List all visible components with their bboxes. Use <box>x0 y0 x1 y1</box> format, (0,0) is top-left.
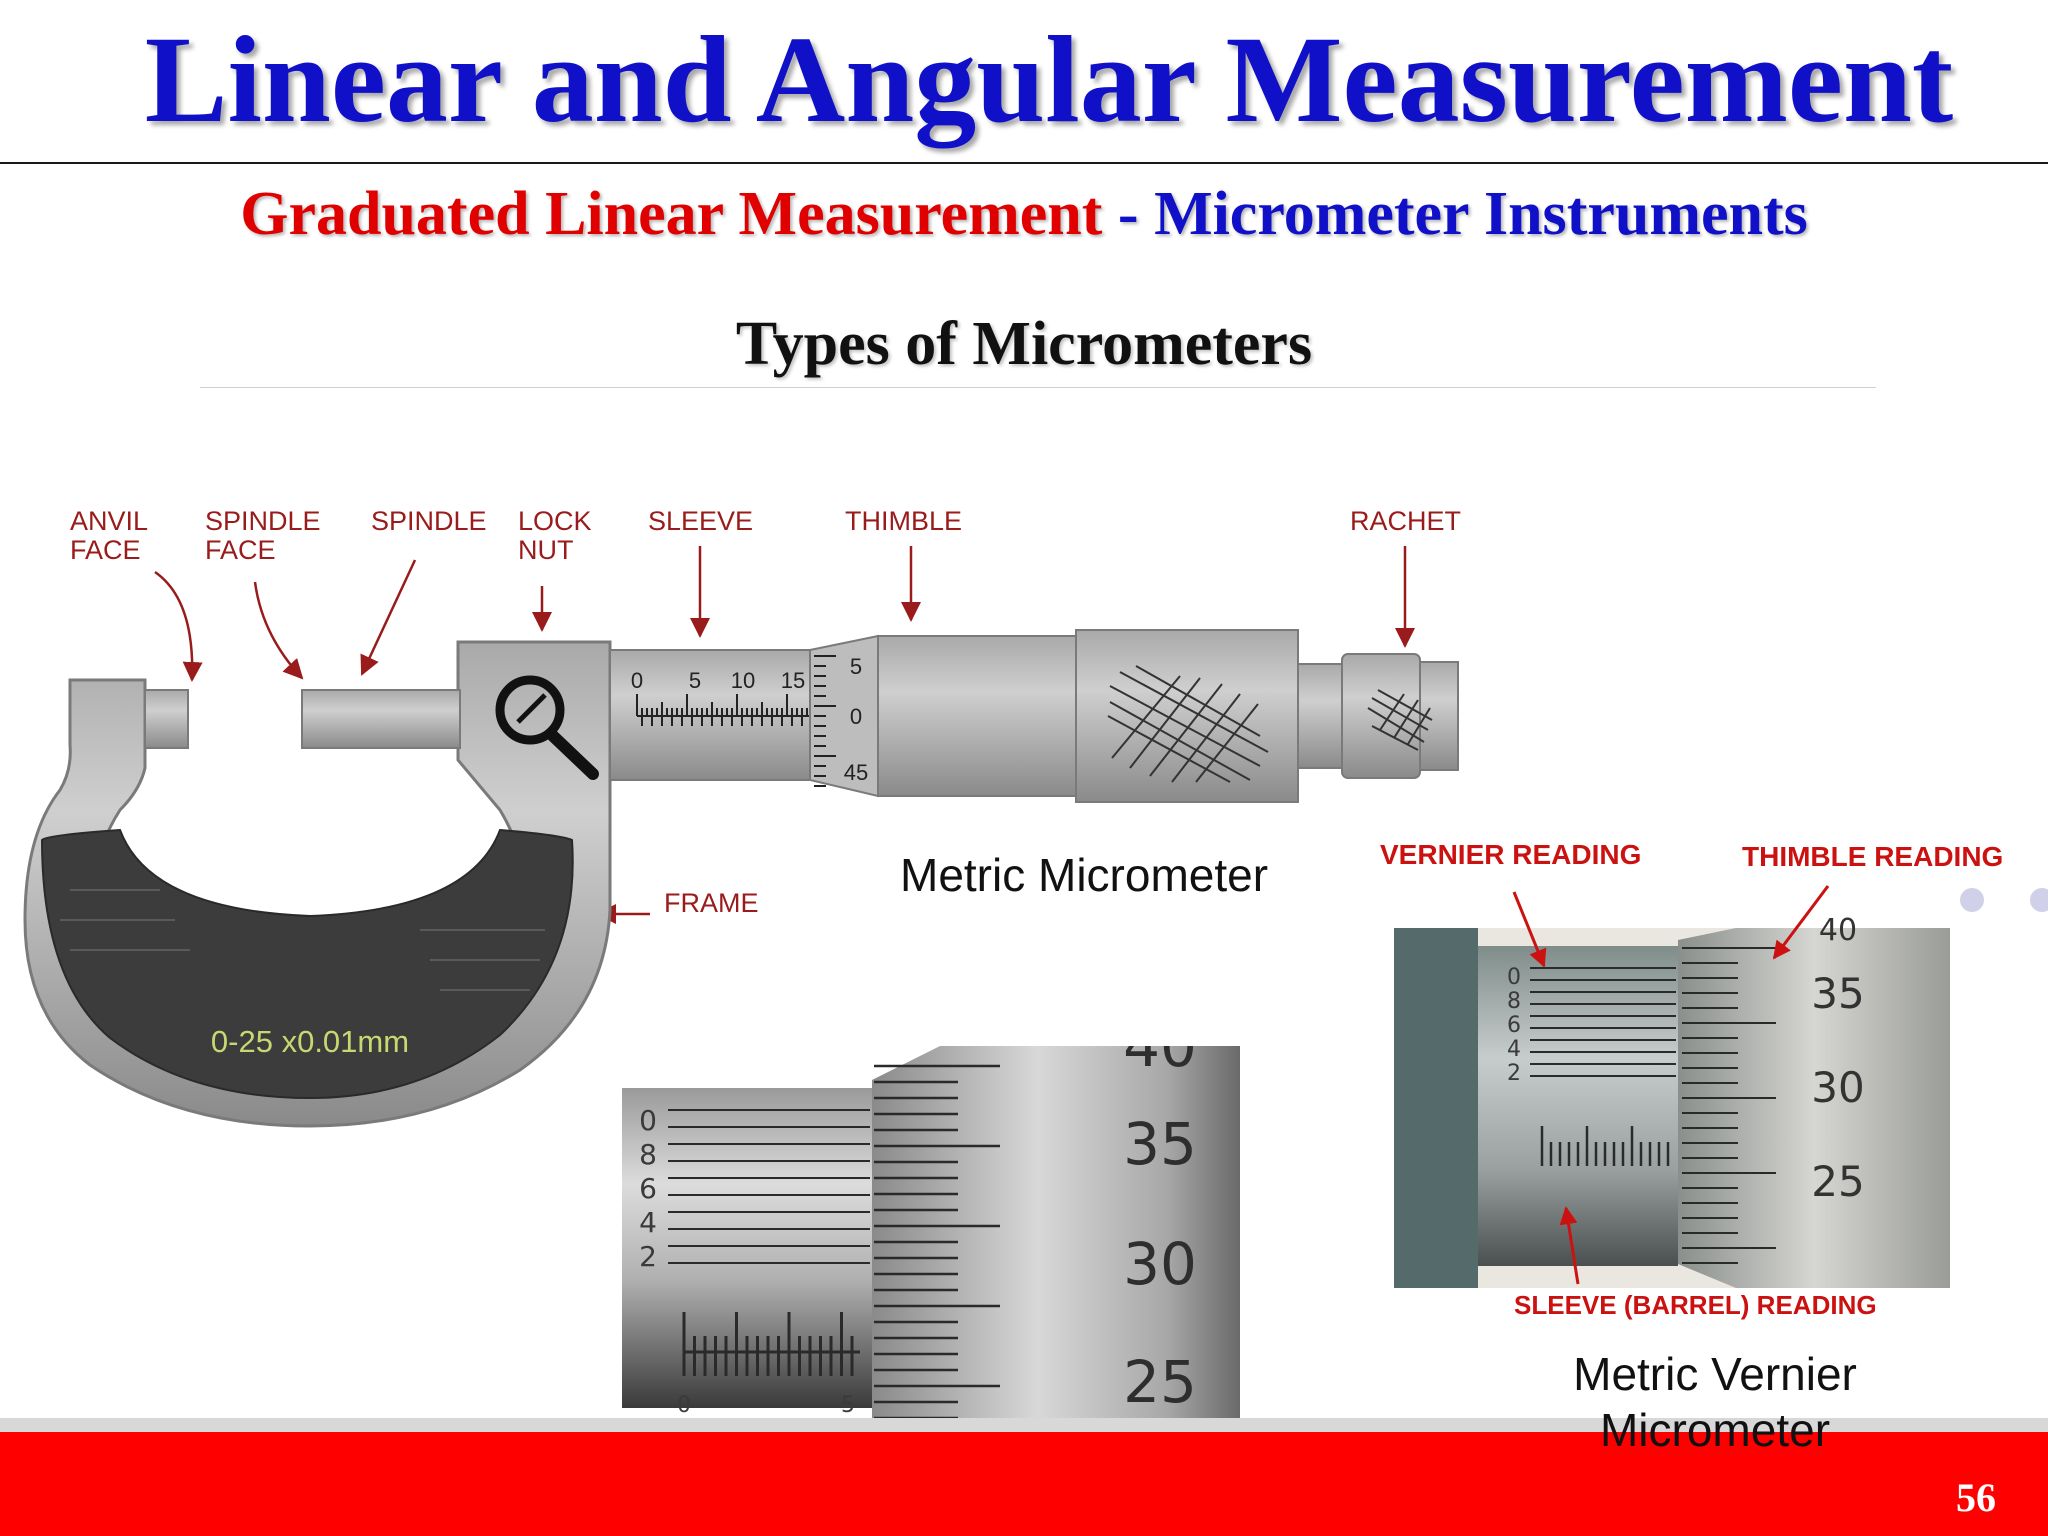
photo-vernier-0: 0 <box>639 1104 657 1137</box>
photo-vernier-4: 4 <box>639 1206 657 1239</box>
photo-thimble-40: 40 <box>1123 1046 1197 1080</box>
label-lock-nut-line2: NUT <box>518 535 574 565</box>
sleeve-scale-10: 10 <box>731 668 755 693</box>
label-rachet: RACHET <box>1350 506 1461 536</box>
label-anvil-face-line2: FACE <box>70 535 141 565</box>
caption-vernier-line2: Micrometer <box>1599 1404 1831 1456</box>
subtitle-part1: Graduated Linear Measurement <box>240 180 1103 248</box>
section-heading: Types of Micrometers <box>735 310 1313 378</box>
photo-sleeve-0: 0 <box>677 1393 691 1418</box>
ann-thimble-40: 40 <box>1819 913 1857 948</box>
photo-vernier-2: 2 <box>639 1240 657 1273</box>
ann-thimble-30: 30 <box>1811 1063 1864 1112</box>
subtitle-separator: - <box>1102 180 1155 248</box>
ann-thimble-35: 35 <box>1811 969 1864 1018</box>
label-lock-nut-line1: LOCK <box>518 506 592 536</box>
page-title: Linear and Angular Measurement <box>144 11 1954 148</box>
thimble-scale-5: 5 <box>850 654 862 679</box>
photo-vernier-8: 8 <box>639 1138 657 1171</box>
title-divider <box>0 162 2048 164</box>
thimble-scale-45: 45 <box>844 760 868 785</box>
footer-grey-band <box>0 1418 2048 1432</box>
ann-thimble-25: 25 <box>1811 1157 1864 1206</box>
label-sleeve-reading: SLEEVE (BARREL) READING <box>1514 1290 1877 1320</box>
label-thimble-reading: THIMBLE READING <box>1742 841 2003 872</box>
section-divider <box>200 387 1876 388</box>
label-vernier-reading: VERNIER READING <box>1380 839 1641 870</box>
vernier-micrometer-photo: 0 8 6 4 2 0 5 40 35 30 25 <box>622 1046 1240 1460</box>
subtitle: Graduated Linear Measurement - Micromete… <box>0 176 2048 252</box>
caption-metric-vernier-micrometer: Metric Vernier Micrometer <box>1500 1346 1930 1458</box>
label-spindle-face-line1: SPINDLE <box>205 506 321 536</box>
sleeve-scale-0: 0 <box>631 668 643 693</box>
thimble-scale-0: 0 <box>850 704 862 729</box>
lock-nut-icon <box>495 675 565 745</box>
footer-red-band <box>0 1432 2048 1536</box>
photo-sleeve-5: 5 <box>841 1393 855 1418</box>
annotated-vernier-photo: 0 8 6 4 2 40 35 30 25 VERNIER READING TH… <box>1380 839 2003 1320</box>
label-thimble: THIMBLE <box>845 506 962 536</box>
caption-vernier-line1: Metric Vernier <box>1573 1348 1857 1400</box>
photo-thimble-30: 30 <box>1123 1230 1197 1298</box>
sleeve-scale-15: 15 <box>781 668 805 693</box>
photo-thimble-25: 25 <box>1123 1348 1197 1416</box>
photo-vernier-6: 6 <box>639 1172 657 1205</box>
range-label: 0-25 x0.01mm <box>211 1024 409 1059</box>
label-spindle-face-line2: FACE <box>205 535 276 565</box>
caption-metric-micrometer: Metric Micrometer <box>900 849 1269 901</box>
page-number: 56 <box>1956 1475 1996 1520</box>
photo-thimble-35: 35 <box>1123 1110 1197 1178</box>
ann-vernier-4: 4 <box>1507 1037 1521 1062</box>
label-spindle: SPINDLE <box>371 506 487 536</box>
ann-vernier-0: 0 <box>1507 965 1521 990</box>
ann-vernier-8: 8 <box>1507 989 1521 1014</box>
micrometer-diagram: ANVIL FACE SPINDLE FACE SPINDLE LOCK NUT… <box>23 506 1461 1128</box>
label-frame: FRAME <box>664 888 759 918</box>
ann-vernier-2: 2 <box>1507 1061 1521 1086</box>
label-anvil-face-line1: ANVIL <box>70 506 148 536</box>
sleeve-scale-5: 5 <box>689 668 701 693</box>
subtitle-part2: Micrometer Instruments <box>1154 180 1808 248</box>
ann-vernier-6: 6 <box>1507 1013 1521 1038</box>
label-sleeve: SLEEVE <box>648 506 753 536</box>
